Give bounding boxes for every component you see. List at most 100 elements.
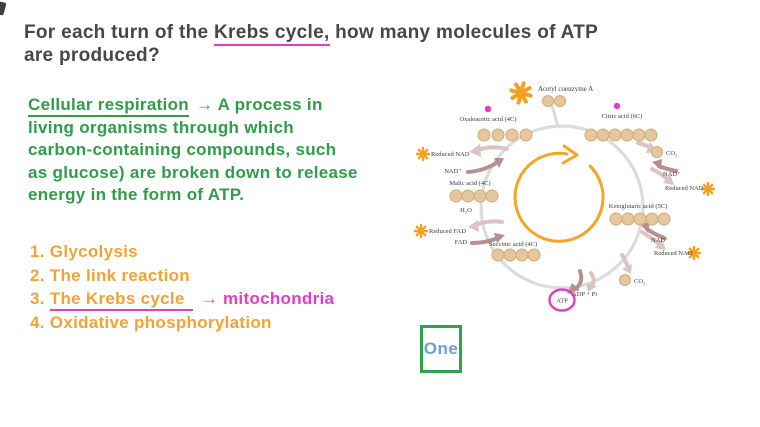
- acetyl-star-icon: [506, 78, 536, 108]
- cycle-ring: [479, 124, 645, 290]
- reduced-fad-star-icon: [413, 223, 429, 239]
- citric-carbon-circle: [596, 128, 610, 142]
- succinic-carbon-circle: [491, 248, 505, 262]
- definition-line1-rest: → A process in: [195, 95, 323, 114]
- citric-label: Citric acid (6C): [602, 113, 643, 120]
- steps-list: 1. Glycolysis 2. The link reaction 3.The…: [30, 240, 334, 334]
- krebs-cycle-diagram: Acetyl coenzyme A Oxaloacetic acid (4C) …: [413, 78, 716, 312]
- arrow-in-adp: [573, 269, 584, 291]
- cycle-direction-arrowhead: [561, 144, 579, 165]
- nad-right-bottom-label: NAD⁺: [651, 237, 669, 244]
- question-block: For each turn of the Krebs cycle, how ma…: [24, 21, 598, 67]
- citric-carbon-circle: [644, 128, 658, 142]
- definition-line-4: as glucose) are broken down to release: [28, 162, 358, 182]
- arrowhead-out-atp: [586, 283, 597, 292]
- step-link-reaction: 2. The link reaction: [30, 265, 190, 285]
- question-line1-post: how many molecules of ATP: [329, 22, 599, 43]
- citric-carbon-circle: [632, 128, 646, 142]
- definition-line-1: Cellular respiration → A process in: [28, 94, 358, 117]
- nad-left-label: NAD⁺: [444, 168, 462, 175]
- oxaloacetic-label: Oxaloacetic acid (4C): [459, 116, 516, 123]
- succinic-label: Succinic acid (4C): [489, 241, 537, 248]
- acetyl-carbon-circle: [554, 95, 566, 107]
- co2-top-label: CO₂: [666, 150, 677, 157]
- atp-label: ATP: [556, 298, 568, 305]
- malic-carbon-circle: [461, 189, 475, 203]
- malic-label: Malic acid (4C): [449, 180, 490, 187]
- malic-carbon-circle: [473, 189, 487, 203]
- carbon-circles: [449, 95, 671, 286]
- reduced-fad-label: Reduced FAD: [429, 228, 466, 235]
- co2-top-circle: [651, 146, 663, 158]
- question-krebs-highlight: Krebs cycle,: [213, 22, 330, 46]
- adp-label: ADP + Pi: [572, 291, 597, 298]
- arrow-out-atp: [589, 271, 596, 288]
- fad-label: FAD: [455, 239, 468, 246]
- cycle-direction-arrow: [513, 151, 605, 243]
- arrowhead-in-nad-left: [494, 158, 504, 168]
- definition-term: Cellular respiration: [28, 95, 189, 117]
- answer-text: One: [423, 339, 459, 358]
- step-krebs-cycle: 3.The Krebs cycle → mitochondria: [30, 287, 334, 311]
- citric-carbon-circle: [584, 128, 598, 142]
- water-label: H₂O: [460, 207, 472, 214]
- step-glycolysis: 1. Glycolysis: [30, 242, 138, 261]
- atp-highlight-circle: [548, 288, 576, 312]
- arrowhead-in-fad: [494, 233, 505, 243]
- arrow-out-reduced-fad: [474, 219, 504, 227]
- definition-line-5: energy in the form of ATP.: [28, 185, 245, 204]
- step3-krebs-underlined: The Krebs cycle: [49, 289, 193, 311]
- citric-carbon-circle: [620, 128, 634, 142]
- acetyl-coa-label: Acetyl coenzyme A: [538, 85, 593, 93]
- arrowhead-in-nad-right-top: [652, 159, 662, 170]
- succinic-carbon-circle: [527, 248, 541, 262]
- reduced-nad-right-bottom-label: Reduced NAD: [654, 250, 693, 257]
- arrow-out-reduced-nad-right-top: [650, 167, 669, 181]
- oxaloacetic-carbon-circle: [491, 128, 505, 142]
- arrow-in-nad-left: [466, 160, 500, 174]
- ketoglutaric-carbon-circle: [657, 212, 671, 226]
- succinic-carbon-circle: [503, 248, 517, 262]
- ketoglutaric-carbon-circle: [621, 212, 635, 226]
- question-line-1: For each turn of the Krebs cycle, how ma…: [24, 21, 599, 46]
- reduced-nad-left-label: Reduced NAD: [431, 151, 470, 158]
- ketoglutaric-carbon-circle: [633, 212, 647, 226]
- co2-bottom-circle: [619, 274, 631, 286]
- arrowhead-out-reduced-nad-left: [469, 144, 481, 157]
- ketoglutaric-label: Ketoglutaric acid (5C): [609, 203, 667, 210]
- arrow-out-reduced-nad-left: [476, 145, 509, 152]
- step3-number: 3.: [30, 289, 45, 308]
- definition-line-3: carbon-containing compounds, such: [28, 140, 337, 159]
- definition-block: Cellular respiration → A process in livin…: [28, 94, 358, 207]
- step3-mitochondria-note: → mitochondria: [200, 289, 335, 308]
- ketoglutaric-carbon-circle: [609, 212, 623, 226]
- arrowhead-out-co2-bottom: [622, 264, 632, 274]
- reduced-nad-right-top-label: Reduced NAD: [665, 185, 704, 192]
- oxaloacetic-carbon-circle: [477, 128, 491, 142]
- question-line1-pre: For each turn of the: [24, 22, 214, 43]
- oxaloacetic-carbon-circle: [505, 128, 519, 142]
- magenta-dot-citric: [613, 102, 621, 110]
- magenta-dot-oxaloacetic: [484, 105, 492, 113]
- question-line-2: are produced?: [24, 45, 160, 66]
- corner-mark: [0, 1, 7, 16]
- nad-right-top-label: NAD⁺: [663, 171, 681, 178]
- arrow-out-reduced-nad-right-bottom: [640, 230, 661, 246]
- citric-carbon-circle: [608, 128, 622, 142]
- malic-carbon-circle: [485, 189, 499, 203]
- arrowhead-out-reduced-fad: [468, 220, 479, 232]
- reduced-nad-left-star-icon: [415, 146, 431, 162]
- ketoglutaric-carbon-circle: [645, 212, 659, 226]
- oxaloacetic-carbon-circle: [519, 128, 533, 142]
- acetyl-carbon-circle: [542, 95, 554, 107]
- definition-line-2: living organisms through which: [28, 117, 294, 137]
- answer-box: One: [420, 325, 462, 373]
- step-oxidative-phosphorylation: 4. Oxidative phosphorylation: [30, 312, 272, 332]
- arrowhead-out-reduced-nad-right-top: [663, 174, 674, 185]
- succinic-carbon-circle: [515, 248, 529, 262]
- arrow-out-co2-bottom: [620, 253, 630, 269]
- arrowhead-out-reduced-nad-right-bottom: [655, 239, 666, 250]
- malic-carbon-circle: [449, 189, 463, 203]
- reduced-nad-right-top-star-icon: [700, 181, 716, 197]
